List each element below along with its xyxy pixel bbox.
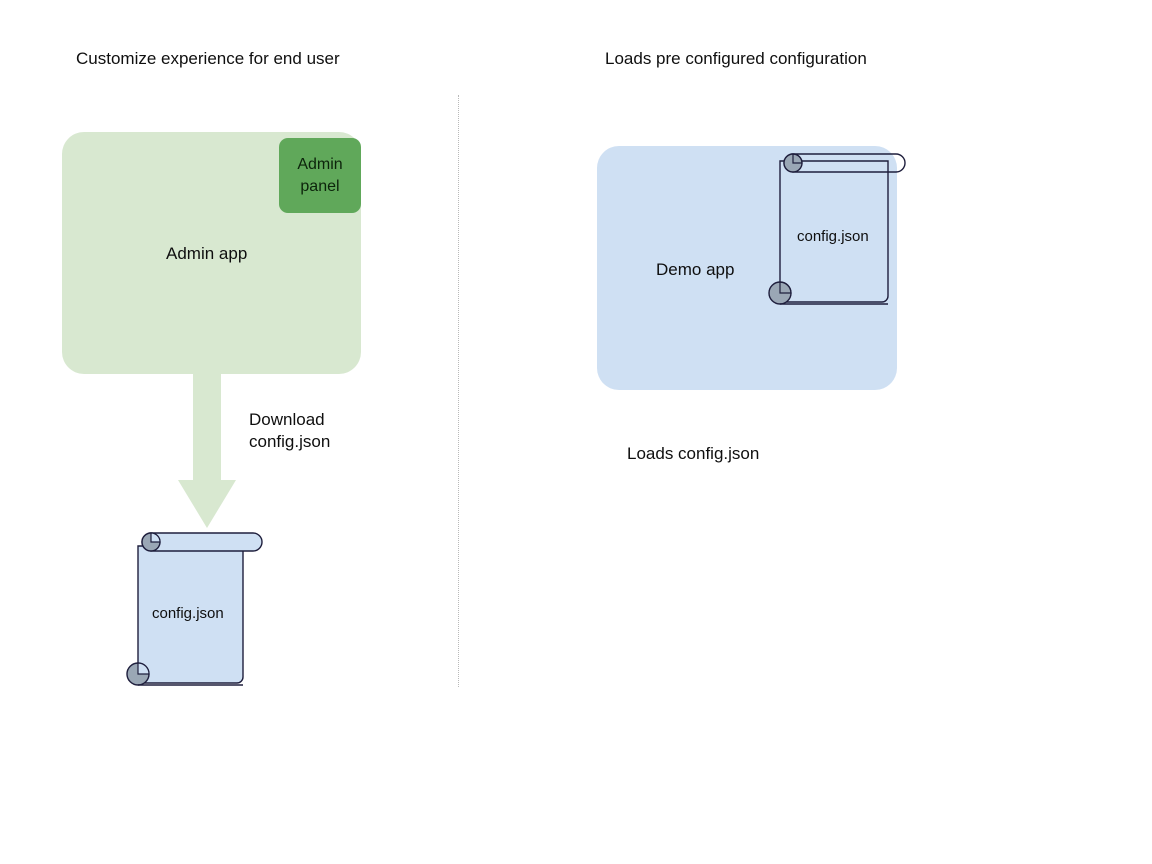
admin-panel-badge-line2: panel xyxy=(300,177,340,195)
right-panel-title: Loads pre configured configuration xyxy=(605,49,867,68)
scroll-document-icon xyxy=(126,532,263,686)
admin-panel-badge-label: Admin panel xyxy=(297,154,342,198)
download-arrow-label-line2: config.json xyxy=(249,432,331,451)
admin-app-label: Admin app xyxy=(166,244,248,263)
download-arrow-label: Download config.json xyxy=(249,409,330,453)
download-arrow-label-line1: Download xyxy=(249,410,325,429)
admin-panel-badge-line1: Admin xyxy=(297,155,343,173)
scroll-document-icon xyxy=(768,153,906,305)
left-document-label: config.json xyxy=(152,605,224,622)
down-arrow-icon xyxy=(178,372,236,528)
left-panel-title: Customize experience for end user xyxy=(76,49,340,68)
admin-panel-badge[interactable]: Admin panel xyxy=(279,138,361,213)
panel-divider xyxy=(458,95,459,687)
loads-config-caption: Loads config.json xyxy=(627,444,760,463)
demo-app-label: Demo app xyxy=(656,260,735,279)
right-document-label: config.json xyxy=(797,228,869,245)
demo-app-box xyxy=(597,146,897,390)
